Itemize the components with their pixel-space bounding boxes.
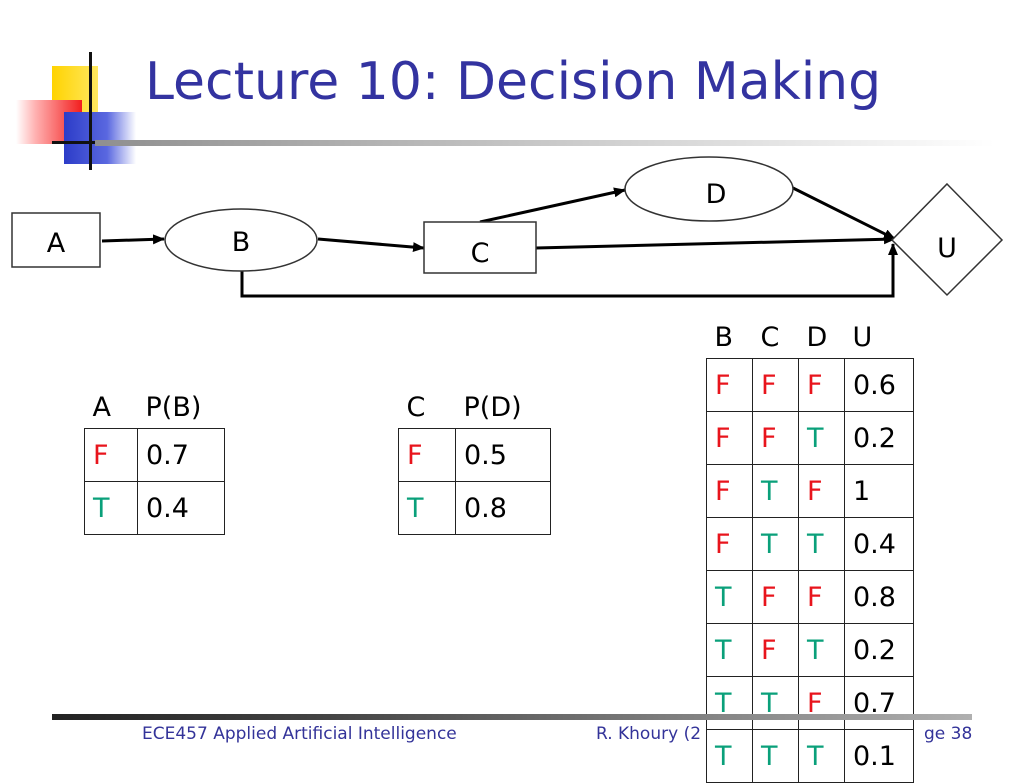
table-u-cell-d: F bbox=[798, 570, 845, 624]
table-u-cell-u: 0.8 bbox=[844, 570, 914, 624]
table-u-cell-c: F bbox=[752, 570, 799, 624]
table-d-cell-c: T bbox=[398, 481, 456, 535]
logo-vertical-line bbox=[89, 52, 92, 170]
table-row: T 0.8 bbox=[398, 481, 551, 535]
table-u-cell-c: T bbox=[752, 464, 799, 518]
table-row: T 0.4 bbox=[84, 481, 225, 535]
edge-d-u bbox=[792, 186, 896, 241]
table-d-cell-pd: 0.5 bbox=[455, 428, 551, 482]
table-u-cell-b: T bbox=[706, 570, 753, 624]
node-d-ellipse bbox=[624, 156, 794, 222]
table-u-cell-d: F bbox=[798, 676, 845, 730]
table-b-cell-a: T bbox=[84, 481, 138, 535]
footer-course: ECE457 Applied Artificial Intelligence bbox=[142, 724, 457, 744]
table-u-header-c: C bbox=[760, 321, 780, 353]
table-u-cell-d: T bbox=[798, 517, 845, 571]
table-u-cell-b: F bbox=[706, 411, 753, 465]
node-a-box bbox=[11, 212, 101, 268]
table-u-cell-u: 0.6 bbox=[844, 358, 914, 412]
table-u-cell-b: F bbox=[706, 464, 753, 518]
logo-blue-square bbox=[64, 112, 136, 164]
edge-c-d bbox=[479, 187, 626, 224]
footer-page: ge 38 bbox=[924, 724, 973, 744]
node-c-box bbox=[423, 221, 537, 274]
table-u-cell-c: T bbox=[752, 729, 799, 783]
table-d-header-c: C bbox=[406, 391, 426, 423]
table-u-cell-c: T bbox=[752, 517, 799, 571]
table-u-cell-d: F bbox=[798, 358, 845, 412]
table-u-cell-b: T bbox=[706, 729, 753, 783]
table-u-cell-b: F bbox=[706, 517, 753, 571]
table-d-cell-pd: 0.8 bbox=[455, 481, 551, 535]
table-u-cell-b: T bbox=[706, 623, 753, 677]
edge-a-b bbox=[101, 234, 165, 245]
table-b-cell-a: F bbox=[84, 428, 138, 482]
node-u-diamond bbox=[890, 182, 1004, 297]
table-u-cell-c: T bbox=[752, 676, 799, 730]
table-u-header-u: U bbox=[852, 321, 873, 353]
table-u-cell-u: 0.7 bbox=[844, 676, 914, 730]
table-p-b: A P(B) F 0.7 T 0.4 bbox=[84, 386, 225, 535]
table-d-header-pd: P(D) bbox=[463, 391, 522, 423]
table-b-cell-pb: 0.4 bbox=[137, 481, 225, 535]
table-b-header-a: A bbox=[92, 391, 111, 423]
table-u-cell-c: F bbox=[752, 623, 799, 677]
table-row: F 0.5 bbox=[398, 428, 551, 482]
table-u-header-b: B bbox=[714, 321, 734, 353]
table-u-cell-c: F bbox=[752, 358, 799, 412]
table-d-cell-c: F bbox=[398, 428, 456, 482]
table-b-cell-pb: 0.7 bbox=[137, 428, 225, 482]
footer-rule bbox=[52, 714, 972, 720]
table-u-cell-u: 0.2 bbox=[844, 623, 914, 677]
table-b-header-pb: P(B) bbox=[145, 391, 202, 423]
table-u-cell-b: F bbox=[706, 358, 753, 412]
footer-author: R. Khoury (2 bbox=[596, 724, 702, 744]
logo-horizontal-line bbox=[52, 141, 122, 144]
table-u-cell-b: T bbox=[706, 676, 753, 730]
table-u-cell-d: T bbox=[798, 729, 845, 783]
slide-title: Lecture 10: Decision Making bbox=[145, 52, 882, 112]
table-u-cell-d: T bbox=[798, 411, 845, 465]
edge-b-u bbox=[240, 243, 898, 298]
node-a-label: A bbox=[47, 228, 66, 259]
slide-logo bbox=[0, 0, 140, 180]
table-row: F 0.7 bbox=[84, 428, 225, 482]
table-u-header-d: D bbox=[806, 321, 828, 353]
title-underline bbox=[95, 140, 995, 146]
table-u-cell-d: F bbox=[798, 464, 845, 518]
edge-b-c bbox=[317, 237, 425, 253]
node-b-label: B bbox=[232, 227, 251, 258]
table-u-cell-c: F bbox=[752, 411, 799, 465]
decision-network-diagram: A B C D U bbox=[11, 156, 1004, 298]
node-b-ellipse bbox=[164, 208, 318, 272]
node-u-label: U bbox=[937, 233, 957, 264]
edge-c-u bbox=[535, 234, 896, 250]
table-u-cell-u: 0.1 bbox=[844, 729, 914, 783]
table-u-cell-u: 0.2 bbox=[844, 411, 914, 465]
node-c-label: C bbox=[471, 238, 490, 269]
node-d-label: D bbox=[706, 179, 727, 210]
table-u-cell-u: 0.4 bbox=[844, 517, 914, 571]
table-u-cell-u: 1 bbox=[844, 464, 914, 518]
table-u-cell-d: T bbox=[798, 623, 845, 677]
table-p-d: C P(D) F 0.5 T 0.8 bbox=[398, 386, 551, 535]
